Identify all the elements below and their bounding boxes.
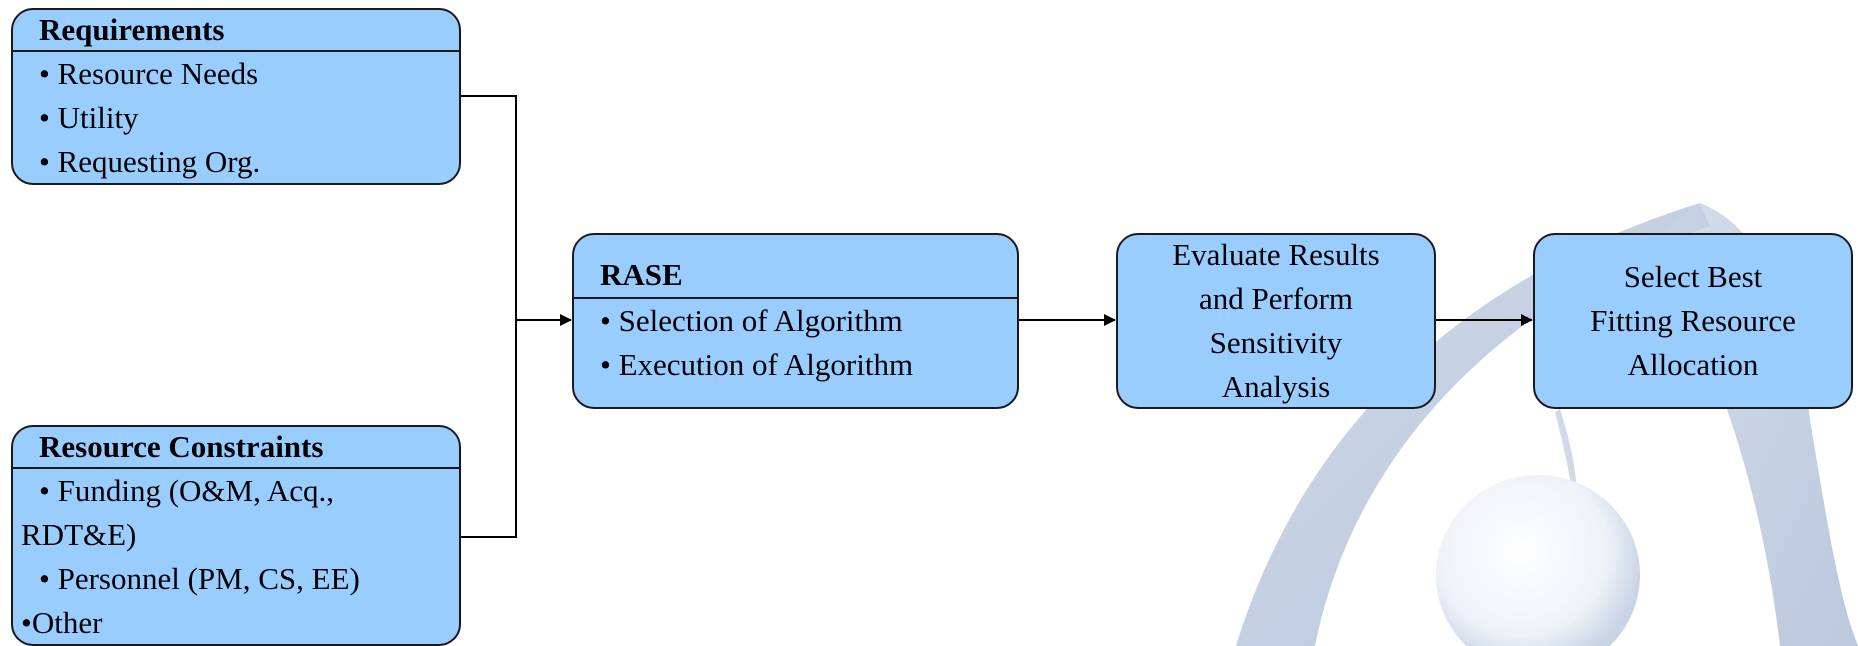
select-line: Allocation: [1627, 347, 1759, 382]
watermark-arc-left: [1236, 203, 1710, 646]
resource-constraints-title: Resource Constraints: [13, 427, 459, 469]
requirements-item: • Utility: [39, 100, 139, 135]
resource-constraints-item: • Personnel (PM, CS, EE): [39, 561, 360, 596]
resource-constraints-item: • Funding (O&M, Acq.,: [39, 473, 335, 508]
requirements-item: • Requesting Org.: [39, 144, 261, 179]
rase-item: • Selection of Algorithm: [600, 303, 903, 338]
select-allocation-box: Select Best Fitting Resource Allocation: [1533, 233, 1853, 409]
select-line: Select Best: [1623, 259, 1763, 294]
requirements-title: Requirements: [13, 10, 459, 52]
evaluate-line: Evaluate Results: [1172, 237, 1380, 272]
resource-constraints-box: Resource Constraints • Funding (O&M, Acq…: [11, 425, 461, 646]
evaluate-line: Analysis: [1221, 369, 1331, 404]
evaluate-results-box: Evaluate Results and Perform Sensitivity…: [1116, 233, 1436, 409]
evaluate-line: and Perform: [1198, 281, 1354, 316]
rase-title: RASE: [574, 253, 1017, 299]
rase-box: RASE • Selection of Algorithm • Executio…: [572, 233, 1019, 409]
rase-item: • Execution of Algorithm: [600, 347, 914, 382]
select-line: Fitting Resource: [1590, 303, 1796, 338]
resource-constraints-item: RDT&E): [21, 517, 137, 552]
watermark-sphere: [1436, 475, 1640, 646]
requirements-item: • Resource Needs: [39, 56, 259, 91]
resource-constraints-item: •Other: [21, 605, 103, 640]
requirements-box: Requirements • Resource Needs • Utility …: [11, 8, 461, 185]
evaluate-line: Sensitivity: [1209, 325, 1343, 360]
watermark-arc-thin: [1555, 409, 1577, 491]
